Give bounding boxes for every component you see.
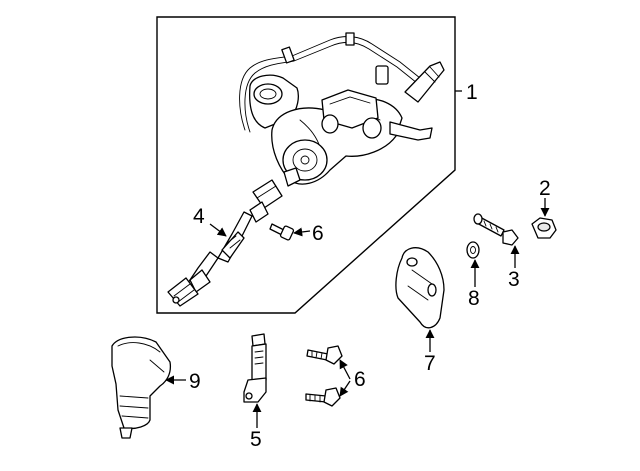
steering-column-assembly (239, 32, 445, 187)
bracket-7 (395, 247, 445, 329)
leader-6-lower-b (339, 380, 351, 397)
leader-4 (209, 223, 227, 237)
leader-6-upper (293, 227, 311, 237)
callout-6-upper: 6 (312, 222, 324, 245)
callout-3: 3 (508, 268, 520, 291)
callout-4: 4 (193, 205, 205, 228)
bolt-3 (473, 213, 519, 246)
leader-6-lower-a (339, 359, 351, 380)
bolt-6-lower-a (306, 345, 343, 365)
callout-6-lower: 6 (354, 368, 366, 391)
shaft-5 (243, 333, 267, 403)
callout-2: 2 (539, 177, 551, 200)
bolt-6-upper (269, 223, 295, 241)
bolt-6-lower-b (305, 387, 341, 407)
assembly-frame (156, 16, 456, 314)
nut-2 (531, 217, 557, 239)
intermediate-shaft (167, 179, 283, 307)
callout-5: 5 (250, 428, 262, 451)
callout-7: 7 (424, 352, 436, 375)
washer-8 (466, 241, 480, 259)
callout-1: 1 (466, 81, 478, 104)
callout-8: 8 (468, 287, 480, 310)
column-cover-9 (111, 336, 172, 439)
callout-9: 9 (189, 370, 201, 393)
